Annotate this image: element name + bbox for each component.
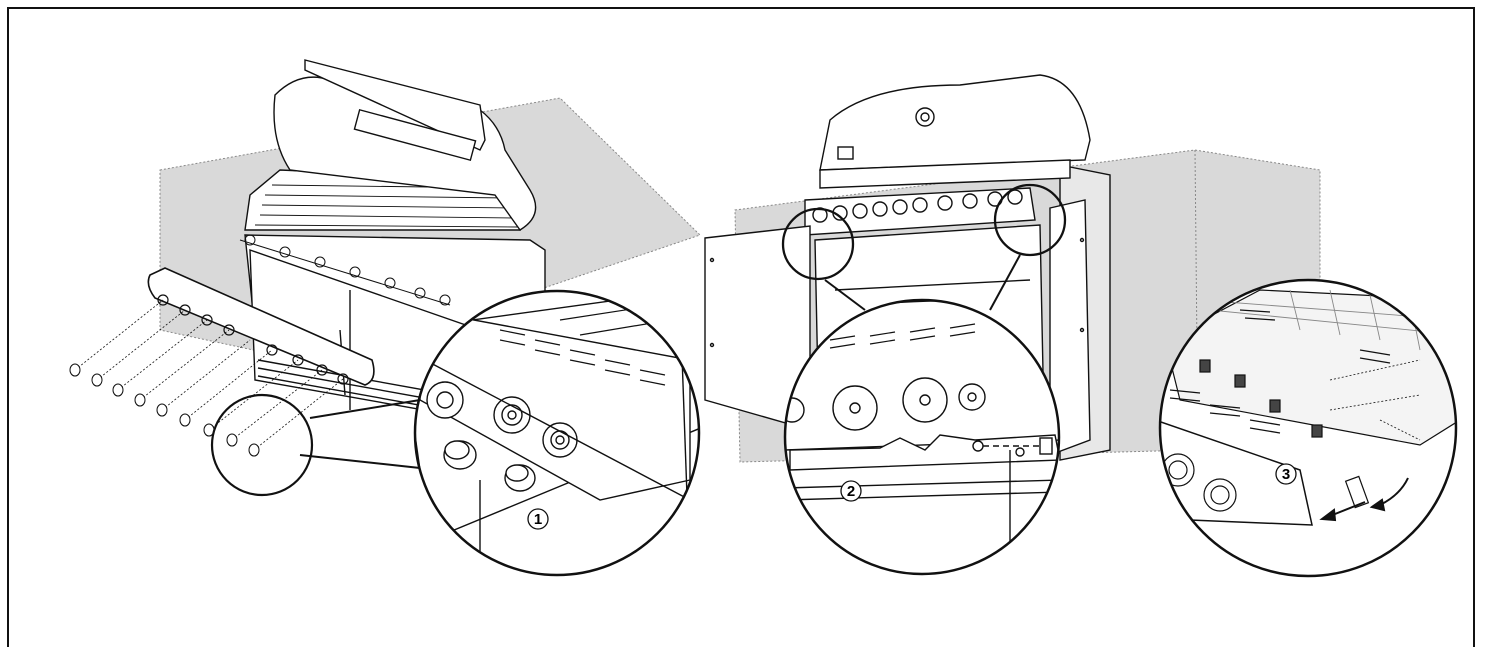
control-knob-icon (785, 377, 986, 431)
valve-icon (1199, 359, 1323, 438)
figure-frame (7, 7, 1475, 647)
arrow-icon (1319, 477, 1409, 522)
detail-circle-small-1 (210, 393, 314, 497)
panel-knob-holes (157, 294, 349, 385)
magnifier-circle-2: 2 (783, 298, 1061, 576)
control-knob-icon (69, 363, 260, 457)
magnifier-circle-3: 3 (1158, 278, 1458, 578)
screw-icon (972, 437, 1053, 457)
control-panel (147, 267, 375, 386)
magnifier-circle-1: 1 (413, 289, 701, 577)
detail-circle-small-2 (781, 207, 855, 281)
grate-lines (254, 184, 519, 228)
burner-valves (239, 234, 451, 306)
step-3-label: 3 (1282, 466, 1290, 483)
control-knob-icon (812, 189, 1023, 223)
left-grill-illustration (69, 59, 701, 497)
control-panel-front (1160, 418, 1313, 526)
step-2-label: 2 (847, 483, 855, 500)
step-1-label: 1 (534, 511, 542, 528)
right-door (1049, 199, 1091, 457)
detail-circle-small-3 (993, 183, 1067, 257)
